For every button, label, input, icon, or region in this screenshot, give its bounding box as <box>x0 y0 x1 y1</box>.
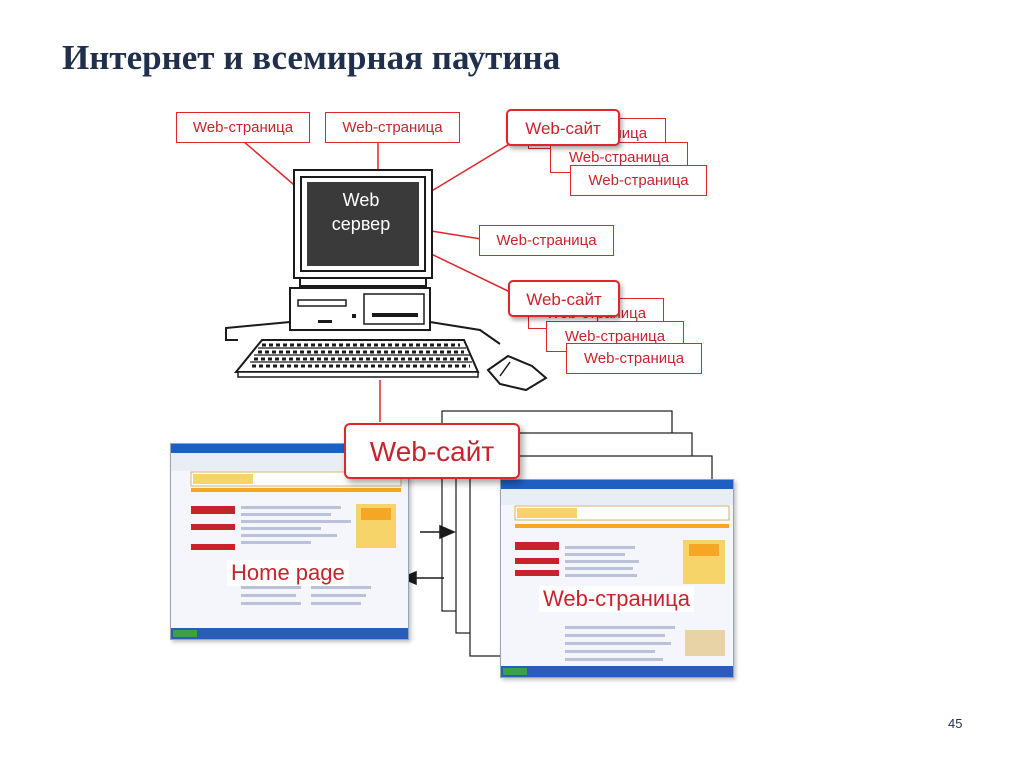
web-page-label-a: Web-страница <box>176 112 310 143</box>
home-page-label: Home page <box>227 560 349 586</box>
web-site-label-big: Web-сайт <box>344 423 520 479</box>
web-page-screenshot: Web-страница <box>500 479 734 678</box>
site-top-back-3: Web-страница <box>570 165 707 196</box>
web-page-label-mid: Web-страница <box>479 225 614 256</box>
server-line-2: сервер <box>307 212 415 236</box>
mouse-icon <box>488 356 546 390</box>
site-mid-back-3: Web-страница <box>566 343 702 374</box>
web-page-mock <box>501 480 733 677</box>
keyboard-icon <box>236 340 478 377</box>
server-line-1: Web <box>307 188 415 212</box>
web-page-label-b: Web-страница <box>325 112 460 143</box>
web-site-label-mid: Web-сайт <box>508 280 620 317</box>
system-unit-icon <box>226 288 500 344</box>
page-number: 45 <box>948 716 962 731</box>
server-label: Web сервер <box>307 188 415 236</box>
connector-page-mid <box>425 230 481 239</box>
connector-page-a <box>243 141 300 190</box>
web-site-label-top: Web-сайт <box>506 109 620 146</box>
connector-site-top <box>425 143 511 195</box>
connector-site-mid <box>425 251 510 292</box>
web-page-screenshot-label: Web-страница <box>539 586 694 612</box>
